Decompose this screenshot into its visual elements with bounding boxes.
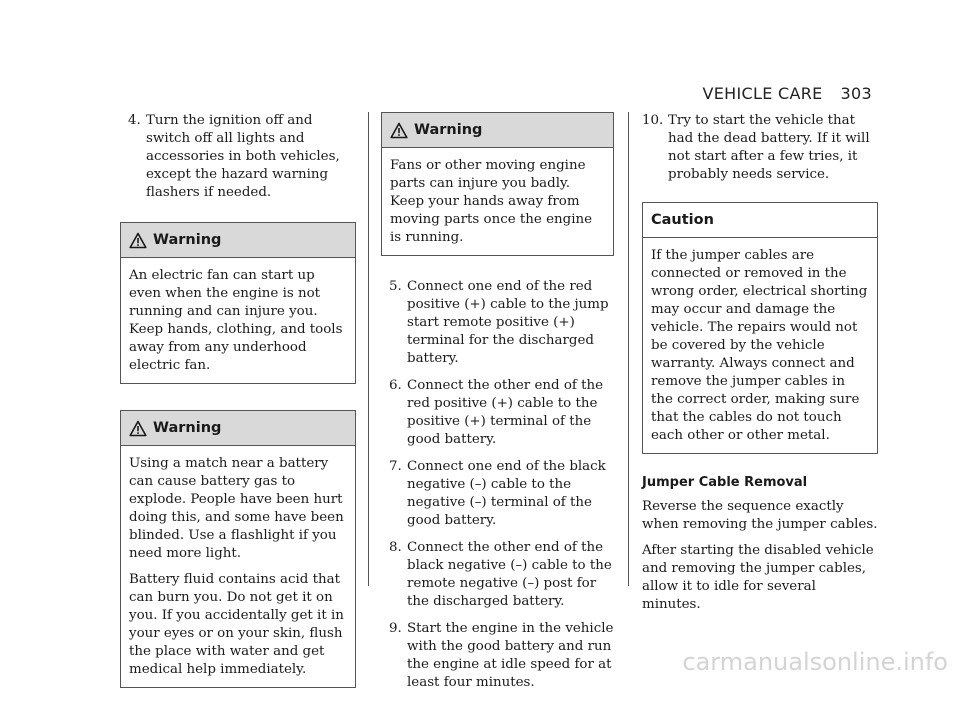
warning-triangle-icon [390,122,408,138]
warning-header: Warning [121,411,355,446]
section-title: VEHICLE CARE [702,84,823,103]
warning-box-moving-parts: Warning Fans or other moving engine part… [381,112,614,256]
watermark: carmanualsonline.info [682,648,948,676]
step-number: 9. [389,621,402,636]
column-divider [368,112,369,586]
running-header: VEHICLE CARE 303 [703,84,872,103]
step-number: 5. [389,279,402,294]
step-number: 7. [389,459,402,474]
warning-header: Warning [382,113,613,148]
step-text: Connect one end of the black negative (–… [407,459,606,528]
caution-box: Caution If the jumper cables are connect… [642,202,878,454]
page-number: 303 [840,84,872,103]
step-9: 9. Start the engine in the vehicle with … [381,620,614,692]
warning-paragraph: Battery fluid contains acid that can bur… [129,572,344,677]
warning-title: Warning [414,122,483,138]
step-text: Connect the other end of the black negat… [407,540,612,609]
column-right: 10. Try to start the vehicle that had th… [642,112,878,622]
step-number: 8. [389,540,402,555]
step-text: Connect the other end of the red positiv… [407,378,604,447]
warning-body: An electric fan can start up even when t… [121,258,355,383]
caution-header: Caution [643,203,877,238]
step-number: 6. [389,378,402,393]
step-5: 5. Connect one end of the red positive (… [381,278,614,368]
step-text: Connect one end of the red positive (+) … [407,279,609,366]
step-text: Turn the ignition off and switch off all… [146,113,340,200]
step-8: 8. Connect the other end of the black ne… [381,539,614,611]
caution-title: Caution [651,212,714,228]
step-10: 10. Try to start the vehicle that had th… [642,112,878,184]
warning-paragraph: Using a match near a battery can cause b… [129,456,344,561]
warning-header: Warning [121,223,355,258]
removal-paragraph: After starting the disabled vehicle and … [642,543,874,612]
warning-title: Warning [153,232,222,248]
warning-triangle-icon [129,232,147,248]
section-heading-jumper-cable-removal: Jumper Cable Removal [642,475,808,490]
caution-body: If the jumper cables are connected or re… [643,238,877,453]
step-4: 4. Turn the ignition off and switch off … [120,112,356,202]
warning-body: Using a match near a battery can cause b… [121,446,355,687]
warning-box-electric-fan: Warning An electric fan can start up eve… [120,222,356,384]
warning-body: Fans or other moving engine parts can in… [382,148,613,255]
warning-text: Fans or other moving engine parts can in… [390,158,593,245]
caution-text: If the jumper cables are connected or re… [651,248,868,443]
column-middle: Warning Fans or other moving engine part… [381,112,614,701]
step-6: 6. Connect the other end of the red posi… [381,377,614,449]
removal-paragraph: Reverse the sequence exactly when removi… [642,499,878,532]
warning-triangle-icon [129,420,147,436]
warning-title: Warning [153,420,222,436]
warning-box-battery-gas: Warning Using a match near a battery can… [120,410,356,688]
warning-text: An electric fan can start up even when t… [129,268,343,373]
step-number: 10. [642,113,664,128]
step-7: 7. Connect one end of the black negative… [381,458,614,530]
step-number: 4. [128,113,141,128]
step-text: Start the engine in the vehicle with the… [407,621,614,690]
step-text: Try to start the vehicle that had the de… [668,113,870,182]
column-divider [628,112,629,586]
column-left: 4. Turn the ignition off and switch off … [120,112,356,708]
